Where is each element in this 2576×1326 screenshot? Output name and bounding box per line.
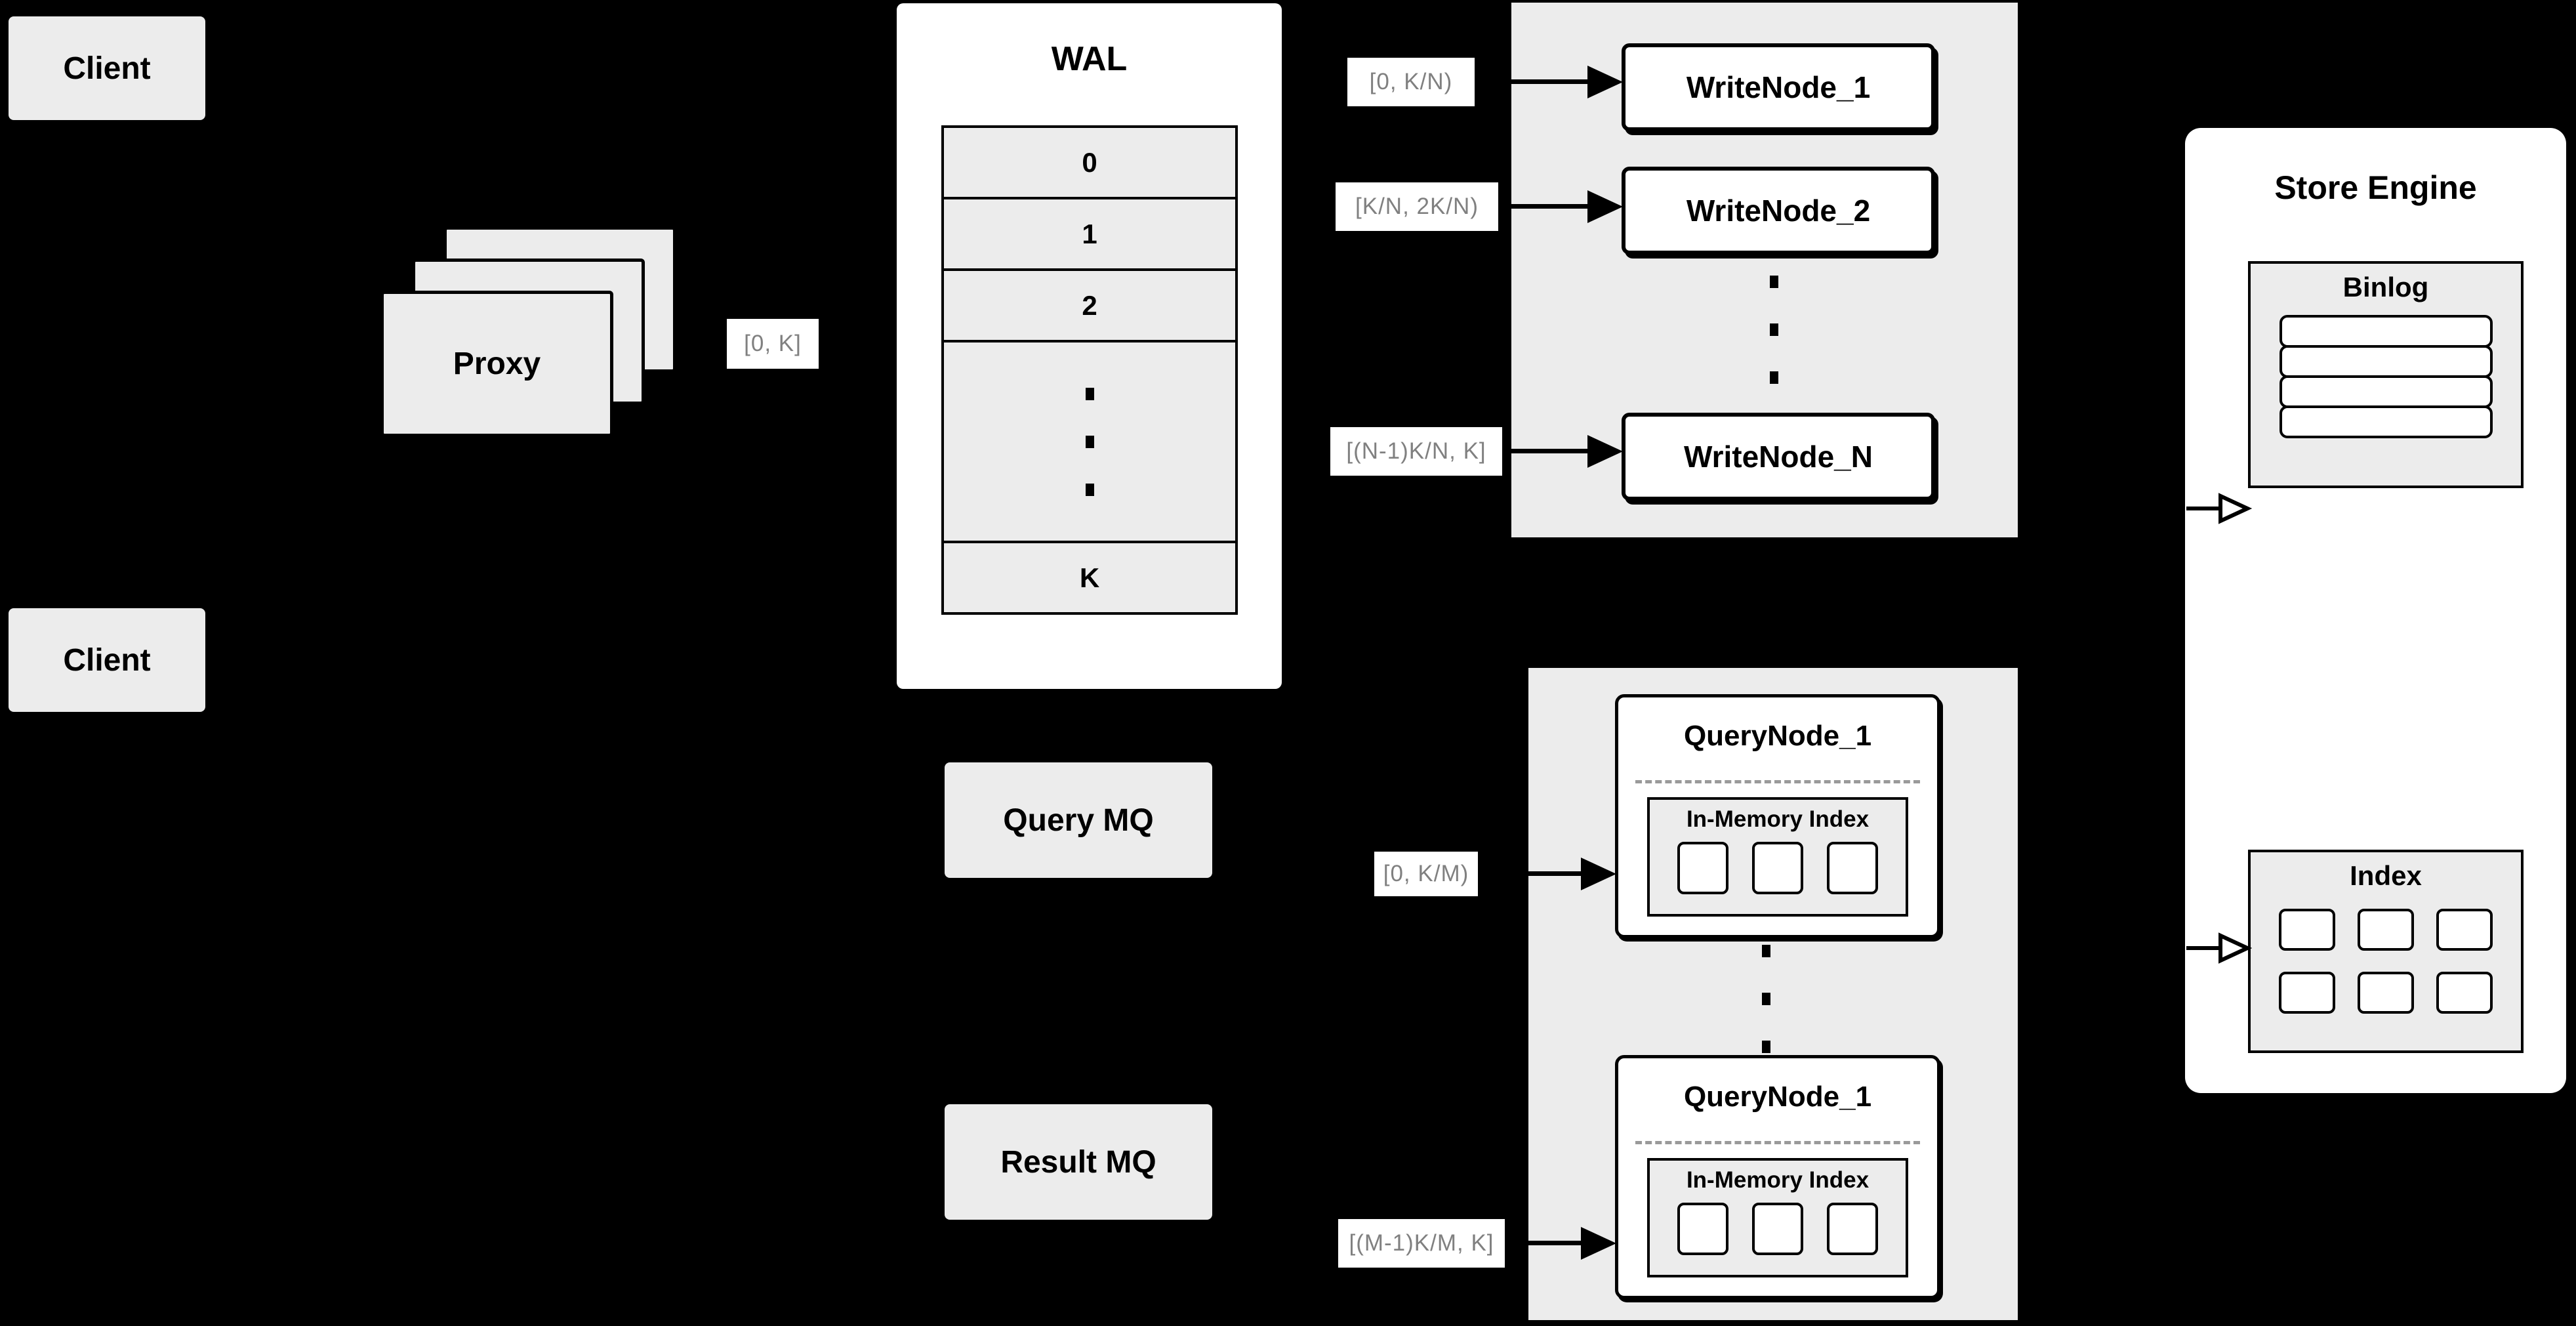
write-node-ellipsis-icon — [1770, 276, 1778, 384]
arrowhead-to-querynode-bottom-icon — [1581, 1227, 1616, 1260]
client-box-bottom-label: Client — [63, 642, 151, 678]
write-node-n: WriteNode_N — [1622, 413, 1935, 501]
query-mq-box: Query MQ — [945, 762, 1212, 878]
index-cells — [2279, 909, 2493, 1014]
index-cell — [2358, 972, 2414, 1014]
index-title: Index — [2350, 860, 2422, 891]
binlog-row — [2279, 375, 2493, 408]
index-segment-cell — [1827, 1203, 1878, 1255]
arrow-to-index-icon — [2186, 932, 2252, 964]
arrowhead-to-querynode-top-icon — [1581, 858, 1616, 890]
binlog-row — [2279, 405, 2493, 438]
binlog-panel: Binlog — [2248, 261, 2524, 488]
store-engine-title: Store Engine — [2274, 169, 2477, 206]
in-memory-index-top-cells — [1677, 842, 1878, 894]
range-label-write-1: [0, K/N) — [1347, 58, 1475, 106]
arrowhead-to-writenode-n-icon — [1587, 435, 1623, 468]
range-label-write-2: [K/N, 2K/N) — [1336, 182, 1498, 231]
index-segment-cell — [1752, 1203, 1803, 1255]
result-mq-box: Result MQ — [945, 1104, 1212, 1220]
range-label-query-first: [0, K/M) — [1374, 852, 1478, 896]
index-cell — [2436, 972, 2493, 1014]
index-segment-cell — [1677, 1203, 1728, 1255]
arrow-to-writenode-2 — [1498, 204, 1590, 209]
binlog-rows — [2279, 315, 2493, 438]
arrow-to-querynode-top — [1478, 871, 1584, 876]
binlog-title: Binlog — [2342, 272, 2429, 302]
ellipsis-icon — [1085, 387, 1094, 496]
proxy-label: Proxy — [453, 346, 541, 381]
in-memory-index-bottom: In-Memory Index — [1647, 1158, 1908, 1277]
in-memory-index-top-label: In-Memory Index — [1686, 806, 1870, 832]
query-node-bottom: QueryNode_1 In-Memory Index — [1615, 1055, 1940, 1299]
wal-segment-ellipsis — [941, 340, 1238, 543]
arrow-to-writenode-1 — [1475, 79, 1590, 84]
index-cell — [2279, 909, 2335, 951]
arrow-to-querynode-bottom — [1505, 1241, 1584, 1245]
write-node-2-label: WriteNode_2 — [1686, 194, 1871, 228]
range-label-query-last: [(M-1)K/M, K] — [1338, 1219, 1505, 1268]
write-node-1: WriteNode_1 — [1622, 43, 1935, 131]
query-node-bottom-divider — [1635, 1141, 1920, 1144]
write-node-1-label: WriteNode_1 — [1686, 70, 1871, 104]
client-box-bottom: Client — [9, 608, 205, 712]
write-node-n-label: WriteNode_N — [1684, 440, 1873, 474]
index-segment-cell — [1677, 842, 1728, 894]
in-memory-index-top: In-Memory Index — [1647, 797, 1908, 917]
proxy-stack-card-front: Proxy — [380, 291, 613, 437]
write-node-2: WriteNode_2 — [1622, 167, 1935, 255]
query-node-top-title: QueryNode_1 — [1683, 720, 1872, 752]
wal-segment-0: 0 — [941, 125, 1238, 199]
in-memory-index-bottom-cells — [1677, 1203, 1878, 1255]
query-mq-label: Query MQ — [1003, 802, 1154, 838]
result-mq-label: Result MQ — [1000, 1144, 1156, 1180]
query-node-top: QueryNode_1 In-Memory Index — [1615, 694, 1940, 938]
arrowhead-to-writenode-2-icon — [1587, 190, 1623, 223]
wal-segment-k: K — [941, 541, 1238, 615]
arrowhead-to-writenode-1-icon — [1587, 66, 1623, 98]
arrow-to-binlog-icon — [2186, 493, 2252, 524]
query-node-ellipsis-icon — [1762, 945, 1770, 1053]
index-segment-cell — [1752, 842, 1803, 894]
arrow-to-writenode-n — [1502, 449, 1590, 453]
binlog-row — [2279, 345, 2493, 378]
index-cell — [2436, 909, 2493, 951]
wal-panel: WAL 0 1 2 K — [897, 3, 1282, 689]
index-panel: Index — [2248, 850, 2524, 1053]
in-memory-index-bottom-label: In-Memory Index — [1686, 1167, 1870, 1193]
store-engine-panel: Store Engine Binlog Index — [2185, 128, 2566, 1093]
query-node-top-divider — [1635, 780, 1920, 783]
binlog-row — [2279, 315, 2493, 348]
index-cell — [2358, 909, 2414, 951]
client-box-top-label: Client — [63, 51, 151, 86]
wal-segment-1: 1 — [941, 197, 1238, 271]
wal-segment-table: 0 1 2 K — [941, 125, 1238, 615]
range-label-proxy-to-wal: [0, K] — [727, 319, 819, 369]
query-node-bottom-title: QueryNode_1 — [1683, 1081, 1872, 1113]
range-label-write-n: [(N-1)K/N, K] — [1330, 427, 1502, 476]
wal-title: WAL — [1051, 40, 1128, 78]
wal-segment-2: 2 — [941, 268, 1238, 342]
index-cell — [2279, 972, 2335, 1014]
client-box-top: Client — [9, 16, 205, 120]
index-segment-cell — [1827, 842, 1878, 894]
